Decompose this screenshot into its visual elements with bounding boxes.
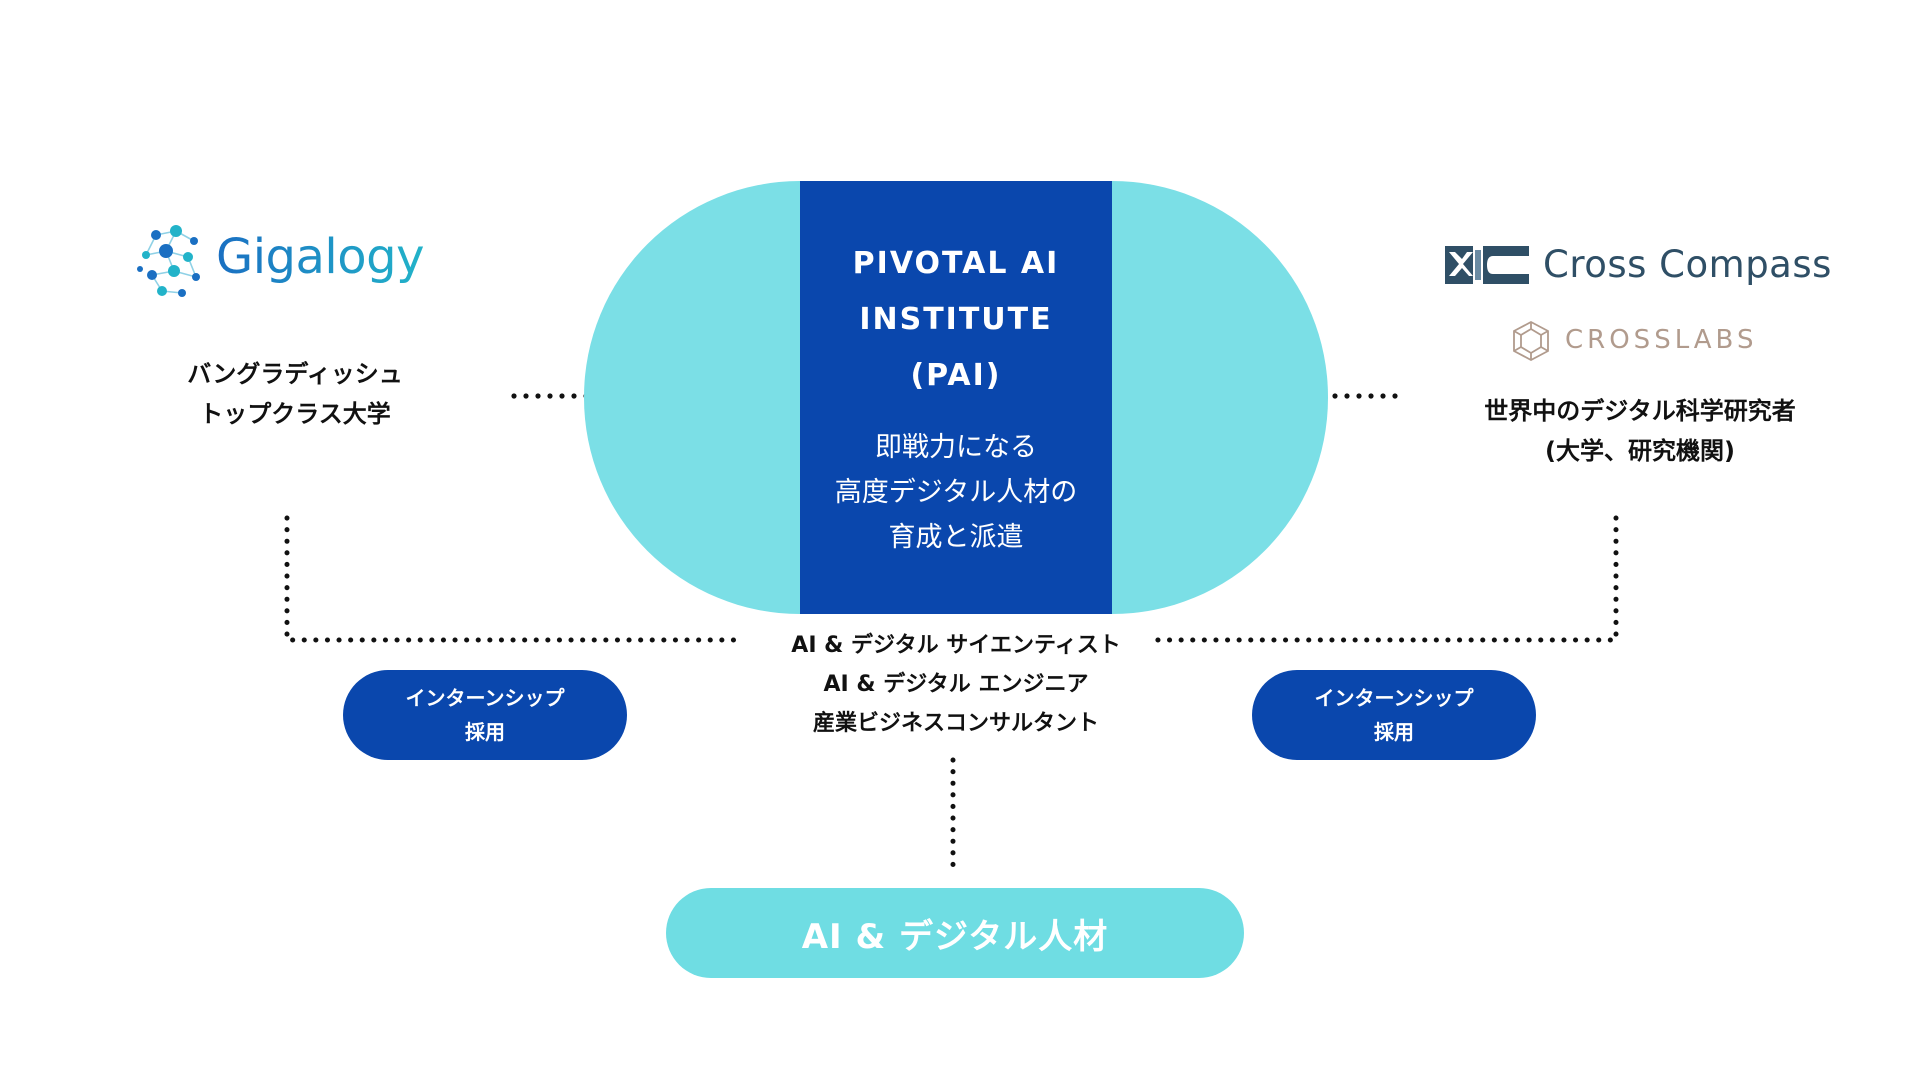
pill-line: 採用 — [1374, 720, 1414, 744]
pai-capsule-center — [800, 181, 1112, 614]
right-internship-pill: インターンシップ 採用 — [1252, 670, 1536, 760]
right-label-line: (大学、研究機関) — [1545, 437, 1735, 465]
crosscompass-logo-icon — [1445, 246, 1529, 284]
crosslabs-logo-icon — [1513, 320, 1549, 362]
crosslabs-logo-text: CROSSLABS — [1565, 325, 1758, 355]
digital-talent-pill: AI & デジタル人材 — [666, 888, 1244, 978]
pai-title-line: INSTITUTE — [859, 302, 1053, 337]
right-partner-label: 世界中のデジタル科学研究者 (大学、研究機関) — [1440, 391, 1840, 471]
pai-desc-line: 育成と派遣 — [888, 522, 1024, 553]
left-internship-pill: インターンシップ 採用 — [343, 670, 627, 760]
left-label-line: バングラディッシュ — [187, 360, 403, 388]
left-label-line: トップクラス大学 — [199, 400, 391, 428]
pai-description: 即戦力になる 高度デジタル人材の 育成と派遣 — [800, 425, 1112, 560]
roles-list: AI & デジタル サイエンティスト AI & デジタル エンジニア 産業ビジネ… — [700, 626, 1212, 743]
right-l-path — [1154, 515, 1619, 643]
left-partner-label: バングラディッシュ トップクラス大学 — [150, 354, 440, 434]
role-item: 産業ビジネスコンサルタント — [812, 711, 1099, 736]
gigalogy-logo-text: Gigalogy — [216, 229, 425, 285]
pai-title-line: (PAI) — [910, 358, 1002, 393]
pill-line: 採用 — [465, 720, 505, 744]
role-item: AI & デジタル エンジニア — [823, 672, 1089, 697]
pai-desc-line: 即戦力になる — [875, 432, 1037, 463]
role-item: AI & デジタル サイエンティスト — [791, 633, 1121, 658]
right-label-line: 世界中のデジタル科学研究者 — [1484, 397, 1796, 425]
pai-title-line: PIVOTAL AI — [852, 246, 1060, 281]
pill-line: インターンシップ — [1314, 686, 1474, 710]
pill-line: インターンシップ — [405, 686, 565, 710]
pai-desc-line: 高度デジタル人材の — [834, 477, 1078, 508]
gigalogy-text: Gigalogy — [216, 229, 425, 285]
digital-talent-label: AI & デジタル人材 — [801, 916, 1109, 957]
crosscompass-logo-text: Cross Compass — [1543, 243, 1832, 286]
pai-title: PIVOTAL AI INSTITUTE (PAI) — [800, 236, 1112, 404]
gigalogy-logo-icon — [137, 225, 200, 297]
